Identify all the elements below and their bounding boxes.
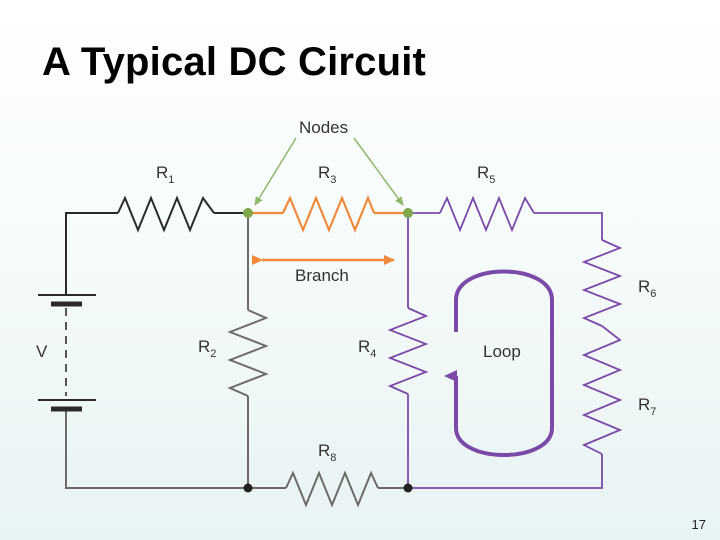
resistor-r2-zigzag (227, 309, 269, 397)
node-dot (403, 208, 413, 218)
nodes-arrow-right (353, 137, 404, 206)
junction-dot (403, 483, 413, 493)
loop-arrow (444, 269, 554, 457)
resistor-label-r5: R5 (477, 163, 495, 186)
battery-symbol (38, 294, 96, 412)
resistor-r8-zigzag (285, 470, 379, 508)
junction-dot (243, 483, 253, 493)
resistor-label-r3: R3 (318, 163, 336, 186)
resistor-label-r6: R6 (638, 277, 656, 300)
wire-battery-bottom (65, 410, 248, 489)
resistor-r4-zigzag (387, 307, 429, 395)
dark-wires (65, 195, 248, 295)
resistor-r5-zigzag (439, 195, 535, 233)
loop-wires (387, 195, 623, 489)
nodes-arrow-left (254, 137, 297, 206)
resistor-label-r8: R8 (318, 441, 336, 464)
resistor-label-r2: R2 (198, 337, 216, 360)
resistor-r7-zigzag (581, 325, 623, 455)
branch-label: Branch (295, 266, 349, 285)
wire-top-left (65, 212, 118, 295)
nodes-label: Nodes (299, 118, 348, 137)
resistor-r3-zigzag (282, 195, 376, 233)
loop-label: Loop (483, 342, 521, 361)
resistor-r1-zigzag (117, 195, 215, 233)
gray-wires (65, 213, 408, 508)
node-dot (243, 208, 253, 218)
resistor-label-r1: R1 (156, 163, 174, 186)
resistor-label-r4: R4 (358, 337, 376, 360)
resistor-label-r7: R7 (638, 395, 656, 418)
voltage-label: V (36, 342, 48, 361)
slide-title: A Typical DC Circuit (42, 40, 427, 84)
resistor-r6-zigzag (581, 239, 623, 327)
branch-highlight (248, 195, 408, 233)
page-number: 17 (691, 517, 706, 532)
